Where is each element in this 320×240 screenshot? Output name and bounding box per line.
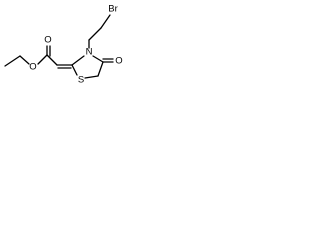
atom-label-carbonyl-oxygen: O xyxy=(115,56,122,67)
bromoethyl-chain xyxy=(88,14,111,49)
bond-ch2-ch2 xyxy=(88,27,102,41)
ester-chain xyxy=(4,45,73,69)
bond-br-ch2 xyxy=(100,14,111,29)
bond-n-c4 xyxy=(92,55,104,63)
bond-cco-oether xyxy=(37,54,48,65)
atom-label-ester-ether-oxygen: O xyxy=(29,62,36,73)
atom-label-sulfur: S xyxy=(78,75,84,86)
thiazolidinone-ring xyxy=(71,55,114,79)
atom-labels: Br N S O O O xyxy=(29,4,122,86)
bond-c4-c5 xyxy=(97,61,104,77)
bond-ch-cco xyxy=(46,54,58,66)
bond-s-c2 xyxy=(71,64,78,76)
atom-label-ester-carbonyl-oxygen: O xyxy=(44,35,51,46)
bond-oether-ch2 xyxy=(19,55,30,65)
bond-c5-s xyxy=(84,75,99,79)
atom-label-bromine: Br xyxy=(108,4,118,15)
atom-label-nitrogen: N xyxy=(86,47,93,58)
bond-ch2-ch3 xyxy=(4,55,21,67)
molecule-diagram: Br N S O O O xyxy=(4,4,123,86)
bond-c2-n xyxy=(71,55,85,66)
